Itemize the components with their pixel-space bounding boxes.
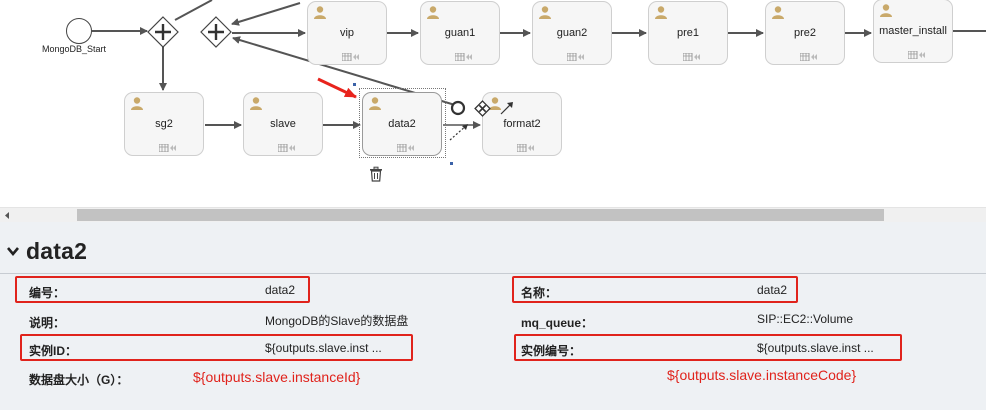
task-guan2[interactable]: guan2 [532,1,612,65]
multi-instance-marker-icon [567,53,584,61]
highlight-box [514,334,902,361]
task-label: guan1 [444,27,476,39]
user-task-icon [772,6,784,19]
panel-header[interactable]: data2 [6,236,87,266]
chevron-down-icon[interactable] [6,244,20,258]
task-label: pre2 [793,27,817,39]
prop-value-mq-queue[interactable]: SIP::EC2::Volume [757,312,854,326]
scrollbar-thumb[interactable] [77,209,884,221]
annotation-arrow [317,77,357,99]
annotation-instance-code: ${outputs.slave.instanceCode} [667,367,857,383]
task-master-install[interactable]: master_install [873,0,953,63]
user-task-icon [427,6,439,19]
prop-value-id[interactable]: data2 [265,283,296,297]
highlight-box [512,276,798,303]
multi-instance-marker-icon [159,144,176,152]
prop-label-name: 名称： [521,286,558,300]
annotation-instance-id: ${outputs.slave.instanceId} [193,369,361,385]
task-slave[interactable]: slave [243,92,323,156]
task-label: master_install [879,25,947,37]
user-task-icon [131,97,143,110]
multi-instance-marker-icon [908,51,925,59]
connect-arrow-icon[interactable] [498,99,516,117]
connect-dashed-icon[interactable] [448,122,470,142]
multi-instance-marker-icon [278,144,295,152]
user-task-icon [880,4,892,17]
multi-instance-marker-icon [397,144,414,152]
properties-panel: data2 编号： data2 说明： MongoDB的Slave的数据盘 实例… [0,222,986,410]
user-task-icon [539,6,551,19]
append-gateway-icon[interactable] [474,100,491,117]
prop-value-instance-code[interactable]: ${outputs.slave.inst ... [757,341,874,355]
task-label: guan2 [556,27,588,39]
task-format2[interactable]: format2 [482,92,562,156]
resize-handle[interactable] [353,83,356,86]
diagram-canvas[interactable]: MongoDB_Start vip guan1 guan2 [0,0,986,207]
user-task-icon [314,6,326,19]
resize-handle[interactable] [450,162,453,165]
start-event-label: MongoDB_Start [42,44,107,54]
task-guan1[interactable]: guan1 [420,1,500,65]
user-task-icon [369,97,381,110]
parallel-gateway-icon[interactable] [147,16,179,48]
prop-label-description: 说明： [29,316,66,330]
scroll-left-arrow-icon[interactable] [2,211,12,220]
prop-label-instance-code: 实例编号： [521,344,582,358]
panel-title: data2 [26,237,88,264]
user-task-icon [489,97,501,110]
multi-instance-marker-icon [683,53,700,61]
highlight-box [15,276,310,303]
prop-value-description[interactable]: MongoDB的Slave的数据盘 [265,314,409,328]
task-vip[interactable]: vip [307,1,387,65]
prop-label-instance-id: 实例ID： [29,344,78,358]
prop-value-instance-id[interactable]: ${outputs.slave.inst ... [265,341,382,355]
trash-icon[interactable] [368,166,384,182]
prop-label-id: 编号： [29,286,66,300]
user-task-icon [655,6,667,19]
user-task-icon [250,97,262,110]
task-data2[interactable]: data2 [362,92,442,156]
multi-instance-marker-icon [455,53,472,61]
task-label: format2 [503,118,541,130]
task-label: sg2 [155,118,173,130]
multi-instance-marker-icon [517,144,534,152]
task-label: pre1 [676,27,700,39]
horizontal-scrollbar[interactable] [0,207,986,222]
task-label: data2 [388,118,416,130]
prop-label-mq-queue: mq_queue： [521,316,594,330]
task-label: vip [339,27,355,39]
append-end-event-icon[interactable] [450,100,466,116]
task-label: slave [270,118,296,130]
flow-to-gateway2-top[interactable] [231,2,301,26]
flow-gateway-up[interactable] [174,0,213,21]
selection-frame [359,88,446,158]
multi-instance-marker-icon [800,53,817,61]
highlight-box [20,334,413,361]
task-pre1[interactable]: pre1 [648,1,728,65]
prop-label-disk-size: 数据盘大小（G）： [29,373,129,387]
prop-value-name[interactable]: data2 [757,283,788,297]
divider [0,273,986,274]
multi-instance-marker-icon [342,53,359,61]
task-pre2[interactable]: pre2 [765,1,845,65]
start-event[interactable] [66,18,92,44]
task-sg2[interactable]: sg2 [124,92,204,156]
parallel-gateway-icon[interactable] [200,16,232,48]
